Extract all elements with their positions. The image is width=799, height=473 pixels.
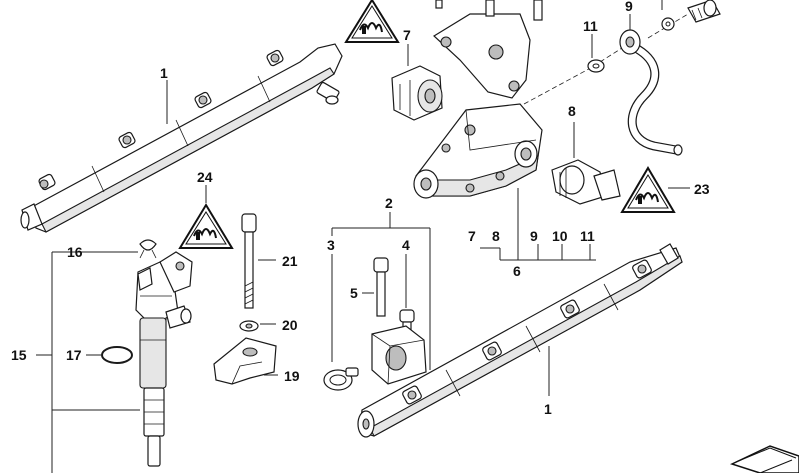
bolt-short[interactable] [373,257,389,317]
callout-3: 3 [327,237,335,253]
clamp-bracket[interactable] [213,337,277,385]
seal-ring-11[interactable] [587,59,605,73]
callout-2: 2 [385,195,393,211]
callout-11-top: 11 [583,18,598,34]
callout-5: 5 [350,285,358,301]
book-icon [729,445,799,473]
pressure-sensor[interactable] [551,159,621,205]
injector-clip[interactable] [139,239,157,259]
warning-triangle-icon [178,203,234,249]
callout-11-row: 11 [580,228,595,244]
bolt-long[interactable] [241,213,257,309]
hose-clamp[interactable] [323,367,359,391]
fuel-injector[interactable] [135,251,193,467]
callout-4: 4 [402,237,410,253]
washer[interactable] [239,320,259,332]
callout-1-top: 1 [160,65,168,81]
fuel-rail-bottom[interactable] [357,243,683,438]
damper-sleeve[interactable] [391,65,443,121]
callout-23: 23 [694,181,710,197]
pressure-valve-block[interactable] [413,103,543,199]
callout-10-row: 10 [552,228,568,244]
fuel-line[interactable] [619,29,683,156]
callout-8-row: 8 [492,228,500,244]
banjo-bolt[interactable] [687,0,721,23]
callout-24: 24 [197,169,213,185]
fuel-rail-top[interactable] [20,43,343,233]
callout-16: 16 [67,244,83,260]
callout-20: 20 [282,317,298,333]
callout-7-row: 7 [468,228,476,244]
callout-19: 19 [284,368,300,384]
warning-triangle-icon [344,0,400,43]
callout-7-top: 7 [403,27,411,43]
callout-15: 15 [11,347,27,363]
warning-triangle-icon [620,166,676,213]
holder-block[interactable] [371,325,427,385]
seal-ring-right[interactable] [661,17,675,31]
mounting-bracket[interactable] [433,0,543,99]
callout-21: 21 [282,253,298,269]
callout-1-bottom: 1 [544,401,552,417]
callout-9-row: 9 [530,228,538,244]
callout-6: 6 [513,263,521,279]
callout-9-top: 9 [625,0,633,14]
callout-8-top: 8 [568,103,576,119]
o-ring[interactable] [101,346,133,364]
callout-17: 17 [66,347,82,363]
